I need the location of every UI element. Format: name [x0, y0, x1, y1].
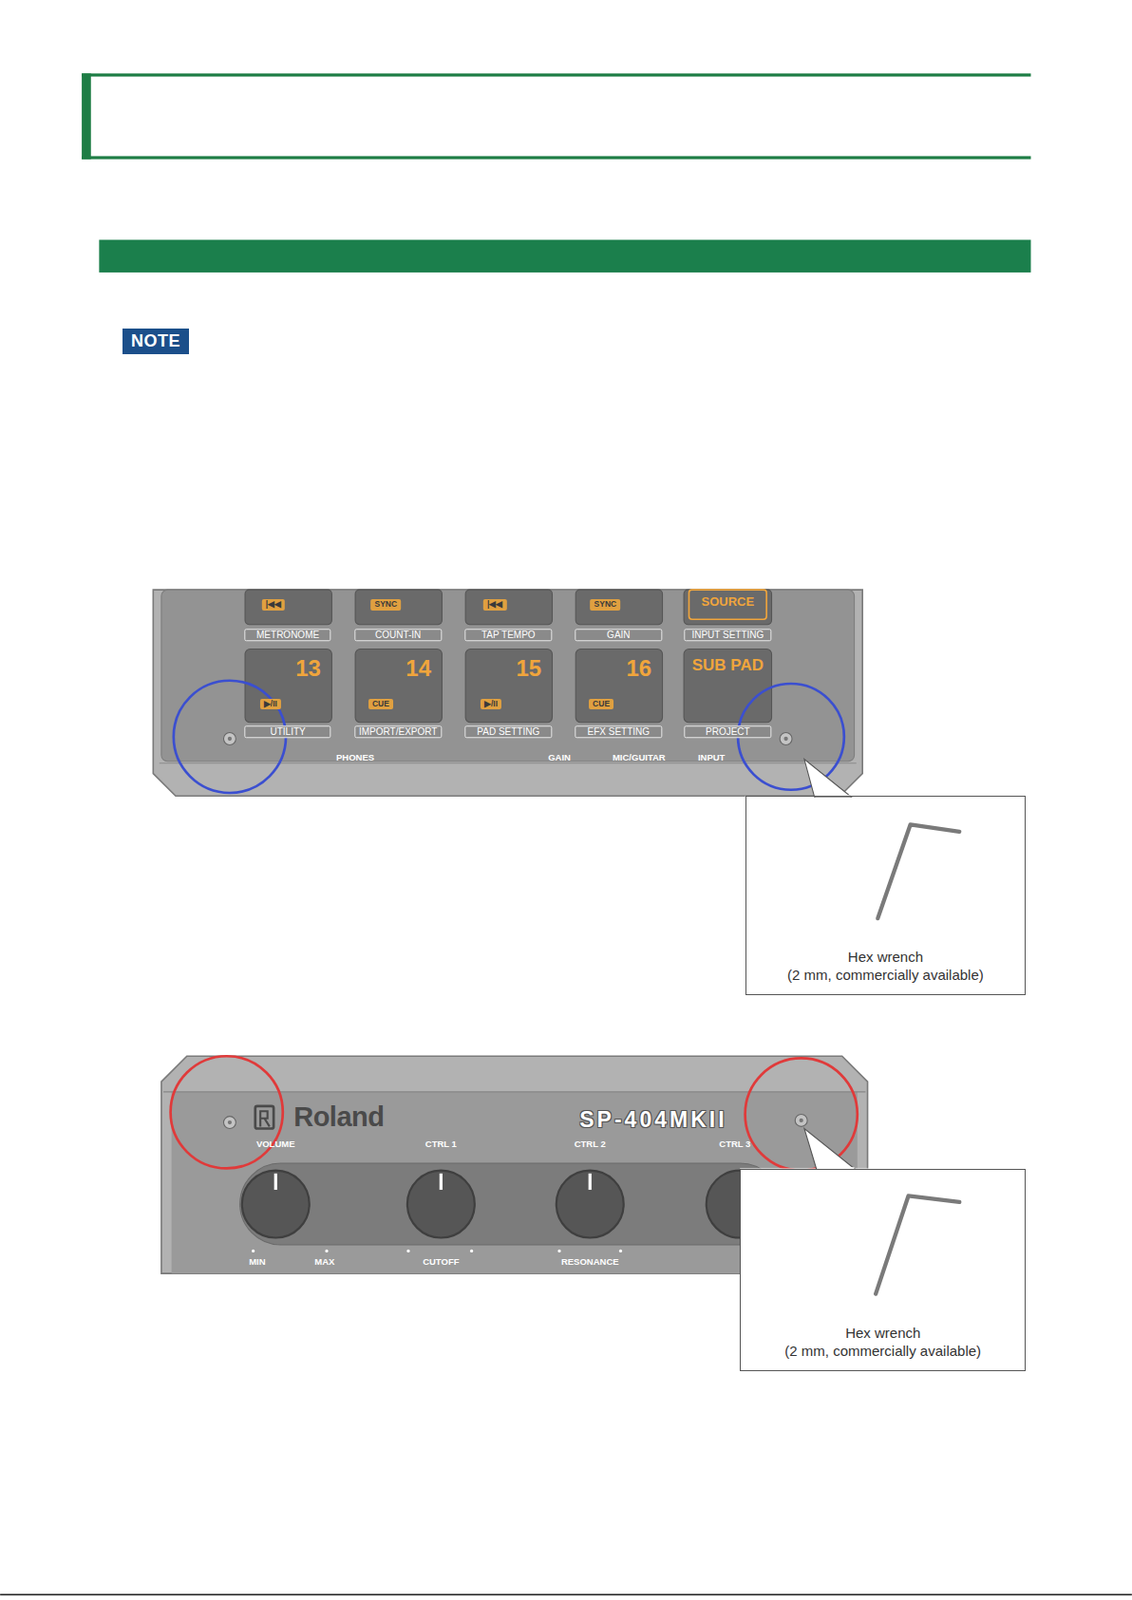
function-label: PROJECT [684, 725, 772, 739]
callout-pointer [804, 1129, 856, 1170]
panel-label: INPUT [698, 752, 726, 763]
brand-logo: Roland [293, 1101, 384, 1133]
function-label: GAIN [575, 628, 662, 642]
panel-label: RESONANCE [561, 1256, 620, 1267]
pad-label: SOURCE [701, 595, 755, 610]
pad-badge: SYNC [370, 599, 401, 611]
note-text: NOTE [131, 331, 181, 352]
function-label: INPUT SETTING [684, 628, 772, 642]
device-front [152, 589, 863, 796]
function-label: PAD SETTING [465, 725, 552, 739]
panel-label: PHONES [336, 752, 375, 763]
callout-ground [745, 795, 1027, 996]
pad-badge: ▶/II [260, 698, 282, 711]
pad-badge: |◀◀ [483, 599, 507, 611]
panel-label: VOLUME [256, 1138, 296, 1150]
function-label: METRONOME [244, 628, 331, 642]
panel-label: MIN [248, 1256, 265, 1267]
panel-label: MIC/GUITAR [612, 752, 666, 763]
header-rule [81, 155, 1031, 159]
note-badge: NOTE [122, 328, 189, 355]
callout-pointer [804, 759, 851, 798]
header-rule [81, 73, 1031, 76]
header-bar [81, 73, 92, 159]
model-name: SP-404MKII [579, 1107, 727, 1132]
pad-label: SUB PAD [692, 656, 764, 676]
callout-text: (2 mm, commercially available) [787, 966, 984, 985]
panel-label: CUTOFF [422, 1256, 459, 1267]
highlight-circle [170, 1056, 283, 1169]
pad-number: 15 [515, 655, 542, 682]
panel-label: CTRL 3 [718, 1138, 751, 1150]
pad-number: 13 [295, 655, 321, 682]
pad-badge: SYNC [590, 599, 622, 611]
section-band [98, 240, 1031, 273]
function-label: UTILITY [244, 725, 331, 739]
callout-box: Hex wrench(2 mm, commercially available) [745, 795, 1027, 996]
pad-number: 16 [625, 655, 652, 682]
hex-wrench [877, 824, 960, 919]
callout-box: Hex wrench(2 mm, commercially available) [739, 1169, 1026, 1372]
panel-label: CTRL 1 [425, 1138, 457, 1150]
page-rule [0, 1594, 1132, 1597]
pad-badge: ▶/II [480, 698, 502, 711]
callout-text: Hex wrench [845, 1324, 921, 1343]
callout-ground [739, 1168, 1026, 1371]
function-label: EFX SETTING [575, 725, 662, 739]
function-label: COUNT-IN [355, 628, 442, 642]
pad-badge: CUE [588, 698, 614, 711]
hex-wrench [875, 1195, 960, 1294]
pad-number: 14 [405, 655, 432, 682]
function-label: IMPORT/EXPORT [355, 725, 442, 739]
pad-badge: CUE [368, 698, 394, 711]
callout-text: Hex wrench [848, 948, 924, 967]
pad-badge: |◀◀ [262, 599, 285, 611]
panel-label: GAIN [547, 752, 571, 763]
panel-label: MAX [314, 1256, 335, 1267]
highlight-circle [745, 1057, 858, 1170]
callout-text: (2 mm, commercially available) [784, 1342, 982, 1361]
panel-label: CTRL 2 [574, 1138, 606, 1150]
function-label: TAP TEMPO [465, 628, 552, 642]
